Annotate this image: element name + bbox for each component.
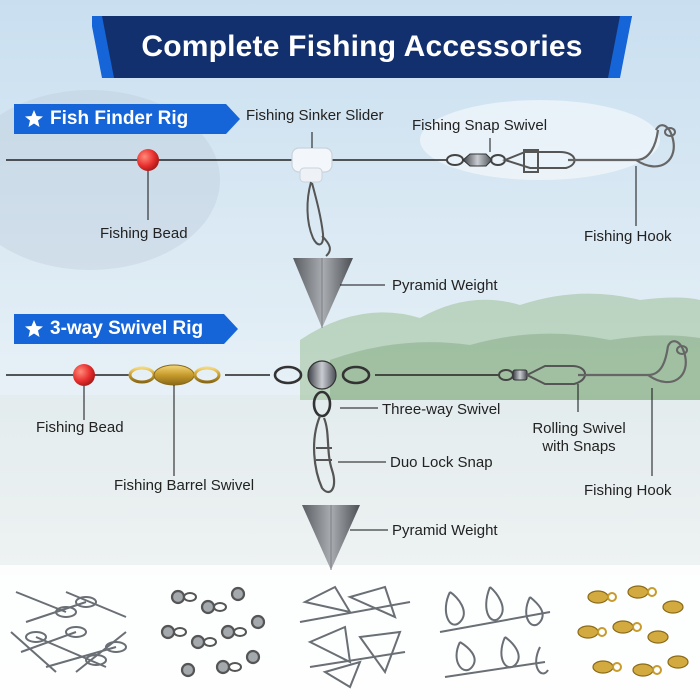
rig-tag-3way: 3-way Swivel Rig bbox=[14, 314, 238, 344]
label-snap-swivel: Fishing Snap Swivel bbox=[412, 117, 548, 134]
label-pyramid-weight: Pyramid Weight bbox=[392, 522, 498, 539]
swivel-icon bbox=[498, 369, 514, 381]
product-image-barrel-swivels bbox=[577, 585, 689, 677]
label-pyramid-weight: Pyramid Weight bbox=[392, 277, 498, 294]
hook-icon bbox=[568, 129, 660, 162]
product-image-three-way-snaps bbox=[299, 585, 411, 689]
label-bead: Fishing Bead bbox=[100, 225, 188, 242]
product-image-duo-lock-snaps bbox=[439, 586, 551, 678]
label-hook: Fishing Hook bbox=[584, 228, 672, 245]
label-rolling-swivel: Rolling Swivel with Snaps bbox=[532, 420, 626, 455]
label-three-way-swivel: Three-way Swivel bbox=[382, 401, 501, 418]
label-sinker-slider: Fishing Sinker Slider bbox=[246, 107, 384, 124]
hook-icon bbox=[578, 345, 670, 377]
product-image-rolling-swivels bbox=[160, 586, 266, 678]
pyramid-weight-icon bbox=[293, 258, 353, 328]
bead-icon bbox=[137, 149, 159, 171]
bead-icon bbox=[73, 364, 95, 386]
rig-tag-fish-finder: Fish Finder Rig bbox=[14, 104, 240, 134]
label-hook: Fishing Hook bbox=[584, 482, 672, 499]
swivel-icon bbox=[273, 365, 303, 385]
label-barrel-swivel: Fishing Barrel Swivel bbox=[114, 477, 255, 494]
label-bead: Fishing Bead bbox=[36, 419, 124, 436]
swivel-icon bbox=[128, 366, 156, 384]
page-title: Complete Fishing Accessories bbox=[141, 30, 583, 63]
label-duo-lock-snap: Duo Lock Snap bbox=[390, 454, 493, 471]
rig-name: Fish Finder Rig bbox=[50, 108, 189, 129]
swivel-icon bbox=[446, 154, 464, 166]
product-image-snap-swivels bbox=[10, 591, 127, 673]
snap-icon bbox=[502, 151, 576, 169]
snap-icon bbox=[312, 415, 336, 494]
snap-icon bbox=[524, 365, 586, 385]
title-banner bbox=[92, 16, 632, 78]
star-icon bbox=[25, 110, 43, 127]
snap-icon bbox=[306, 181, 325, 246]
star-icon bbox=[25, 320, 43, 337]
rig-name: 3-way Swivel Rig bbox=[50, 318, 204, 339]
